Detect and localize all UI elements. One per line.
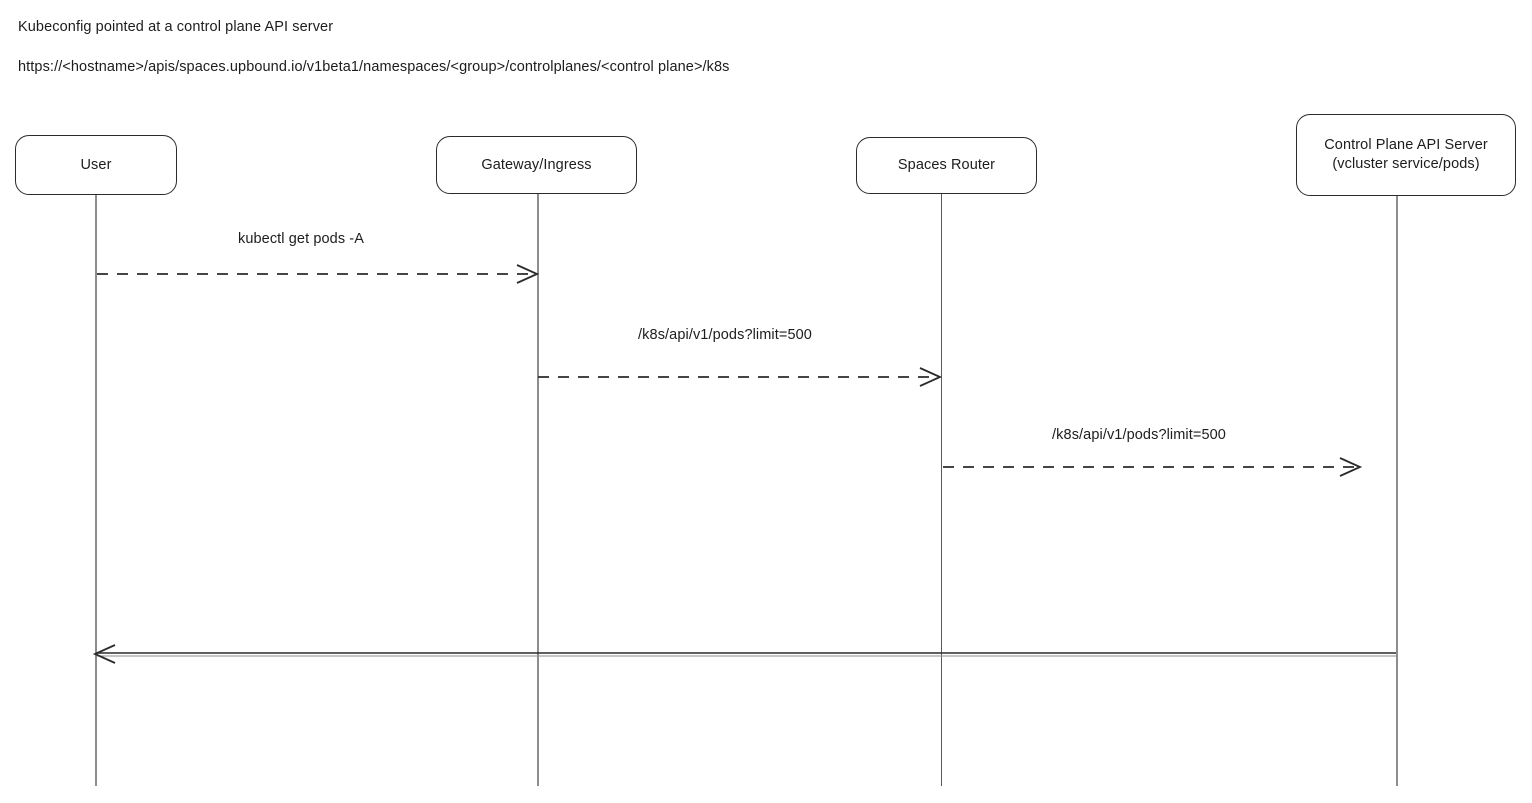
note-api-server-url: https://<hostname>/apis/spaces.upbound.i… [18, 59, 730, 75]
note-kubeconfig-title: Kubeconfig pointed at a control plane AP… [18, 19, 334, 35]
lifeline-gateway [537, 194, 539, 786]
arrowhead-msg-pods-router-to-controlplane [1339, 457, 1363, 477]
message-arrow-msg-kubectl-get-pods[interactable] [97, 264, 540, 284]
participant-gateway[interactable]: Gateway/Ingress [436, 136, 637, 194]
lifeline-user [95, 195, 97, 786]
message-arrow-msg-response-to-user[interactable] [92, 644, 1396, 664]
participant-label-user: User [80, 156, 112, 173]
message-label-msg-kubectl-get-pods: kubectl get pods -A [237, 231, 365, 247]
lifeline-control-plane [1396, 196, 1398, 786]
message-arrow-msg-pods-gateway-to-router[interactable] [538, 367, 943, 387]
arrowhead-msg-kubectl-get-pods [516, 264, 540, 284]
message-label-msg-pods-router-to-controlplane: /k8s/api/v1/pods?limit=500 [1052, 427, 1226, 443]
message-label-msg-pods-gateway-to-router: /k8s/api/v1/pods?limit=500 [638, 327, 812, 343]
participant-user[interactable]: User [15, 135, 177, 195]
arrowhead-msg-response-to-user [92, 644, 116, 664]
participant-control-plane[interactable]: Control Plane API Server (vcluster servi… [1296, 114, 1516, 196]
participant-label-spaces-router: Spaces Router [897, 157, 996, 173]
message-arrow-msg-pods-router-to-controlplane[interactable] [943, 457, 1363, 477]
arrowhead-msg-pods-gateway-to-router [919, 367, 943, 387]
participant-spaces-router[interactable]: Spaces Router [856, 137, 1037, 194]
participant-label-control-plane: Control Plane API Server (vcluster servi… [1324, 137, 1488, 172]
participant-label-gateway: Gateway/Ingress [481, 156, 592, 173]
lifeline-spaces-router [941, 194, 942, 786]
